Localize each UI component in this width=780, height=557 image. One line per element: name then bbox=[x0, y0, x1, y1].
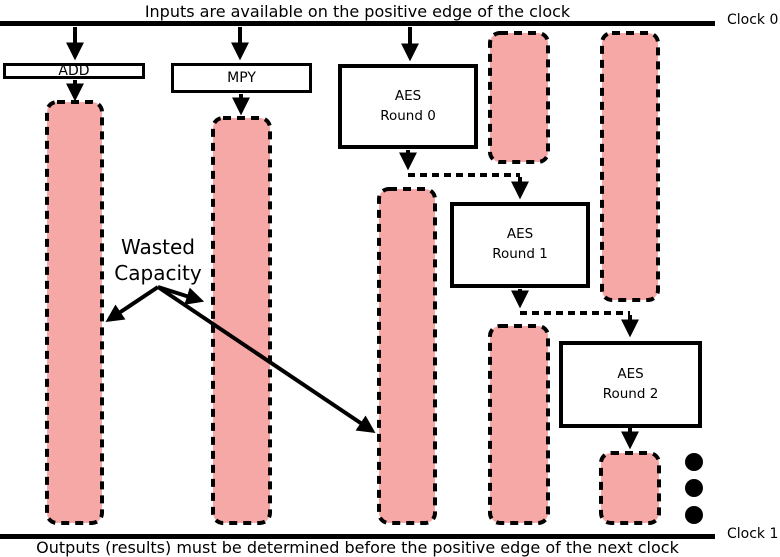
wasted-capacity-column-add bbox=[45, 100, 104, 525]
top-caption: Inputs are available on the positive edg… bbox=[144, 2, 571, 21]
wasted-capacity-column-mpy bbox=[211, 116, 272, 525]
wasted-capacity-column-aes1-bottom bbox=[488, 324, 550, 525]
ellipsis-dot bbox=[685, 506, 703, 524]
aes-round-1-box: AES Round 1 bbox=[450, 202, 590, 288]
clock-1-label: Clock 1 bbox=[727, 526, 779, 542]
aes-round-2-box: AES Round 2 bbox=[559, 341, 702, 428]
wasted-capacity-column-aes0 bbox=[377, 187, 437, 525]
mpy-operation-box: MPY bbox=[171, 63, 312, 93]
aes-round-1-label-line2: Round 1 bbox=[492, 246, 548, 262]
aes-round-0-label-line1: AES bbox=[394, 87, 422, 104]
wasted-capacity-label-line1: Wasted bbox=[120, 235, 195, 259]
bottom-caption: Outputs (results) must be determined bef… bbox=[36, 538, 679, 557]
ellipsis-dot bbox=[685, 479, 703, 497]
wasted-capacity-column-aes2-bottom bbox=[599, 451, 661, 525]
add-operation-box: ADD bbox=[3, 63, 145, 79]
clock-0-label: Clock 0 bbox=[727, 12, 779, 28]
aes-round-2-label-line2: Round 2 bbox=[602, 385, 659, 402]
wasted-capacity-label: Wasted Capacity bbox=[96, 234, 220, 286]
aes-round-1-label-line1: AES bbox=[506, 226, 534, 243]
wasted-capacity-label-line2: Capacity bbox=[114, 261, 202, 285]
aes-round-0-box: AES Round 0 bbox=[338, 64, 478, 149]
wasted-capacity-arrow-mpy bbox=[157, 285, 205, 305]
clock-edge-line-bottom bbox=[0, 534, 715, 539]
aes-round-0-label-line2: Round 0 bbox=[380, 107, 436, 124]
wasted-capacity-arrow-add bbox=[105, 285, 160, 322]
add-label: ADD bbox=[58, 63, 90, 79]
wasted-capacity-arrow-aes0 bbox=[156, 285, 376, 434]
wasted-capacity-column-aes1-top bbox=[488, 31, 550, 164]
ellipsis-dot bbox=[685, 453, 703, 471]
clock-edge-line-top bbox=[0, 21, 715, 26]
mpy-label: MPY bbox=[227, 70, 256, 86]
aes-round-2-label-line1: AES bbox=[617, 365, 644, 382]
wasted-capacity-column-aes2-top bbox=[600, 31, 660, 302]
